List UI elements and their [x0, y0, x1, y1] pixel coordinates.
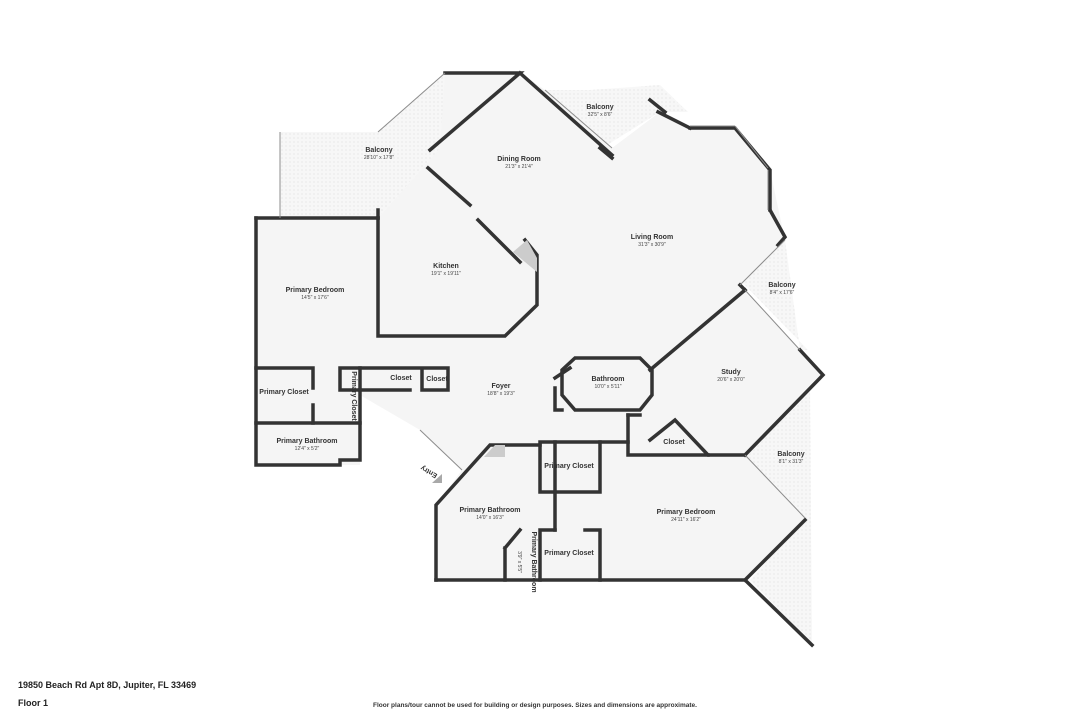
room-name: Primary Bathroom: [530, 531, 537, 592]
room-dims: 28'10" x 17'8": [364, 155, 394, 161]
room-name: Primary Closet: [544, 463, 594, 470]
room-dims: 19'1" x 19'11": [431, 271, 461, 277]
room-dims: 10'0" x 5'11": [594, 384, 621, 390]
room-name: Closet: [426, 376, 448, 383]
room-dims: 24'11" x 16'2": [671, 517, 701, 523]
room-dims: 14'0" x 16'3": [476, 515, 504, 521]
disclaimer-text: Floor plans/tour cannot be used for buil…: [373, 702, 697, 709]
room-dims: 31'3" x 30'9": [638, 242, 666, 248]
room-dims: 18'8" x 19'3": [487, 391, 515, 397]
room-dims: 3'9" x 5'5": [516, 551, 522, 573]
room-name: Dining Room: [497, 156, 541, 163]
room-name: Living Room: [631, 234, 673, 241]
room-dims: 8'1" x 31'3": [779, 459, 804, 465]
room-dims: 21'3" x 21'4": [505, 164, 533, 170]
room-name: Primary Bedroom: [286, 287, 345, 294]
room-labels: Balcony 28'10" x 17'8" Balcony 32'5" x 8…: [259, 104, 804, 593]
entry-arrow-icon: [432, 474, 442, 483]
room-name: Balcony: [586, 104, 613, 111]
stair-hatch: [484, 240, 537, 457]
room-name: Study: [721, 369, 741, 376]
room-name: Kitchen: [433, 263, 459, 270]
floor-label: Floor 1: [18, 698, 49, 708]
room-name: Closet: [663, 439, 685, 446]
room-dims: 8'4" x 17'6": [770, 290, 795, 296]
room-name: Primary Closet: [350, 371, 357, 421]
room-dims: 14'5" x 17'6": [301, 295, 329, 301]
room-dims: 32'5" x 8'6": [588, 112, 613, 118]
room-name: Primary Closet: [544, 550, 594, 557]
room-dims: 12'4" x 5'2": [295, 446, 320, 452]
room-name: Entry: [420, 464, 439, 479]
room-name: Balcony: [768, 282, 795, 289]
room-name: Foyer: [491, 383, 510, 390]
property-address: 19850 Beach Rd Apt 8D, Jupiter, FL 33469: [18, 680, 197, 690]
windows: [279, 72, 806, 519]
balcony-n-area: [520, 73, 688, 150]
room-name: Primary Bathroom: [276, 438, 337, 445]
walls: [254, 70, 826, 648]
room-name: Primary Bedroom: [657, 509, 716, 516]
room-name: Primary Closet: [259, 389, 309, 396]
room-name: Closet: [390, 375, 412, 382]
room-name: Bathroom: [591, 376, 624, 383]
room-dims: 20'6" x 20'0": [717, 377, 745, 383]
room-name: Primary Bathroom: [459, 507, 520, 514]
room-name: Balcony: [777, 451, 804, 458]
balcony-se-area: [745, 390, 812, 645]
room-name: Balcony: [365, 147, 392, 154]
